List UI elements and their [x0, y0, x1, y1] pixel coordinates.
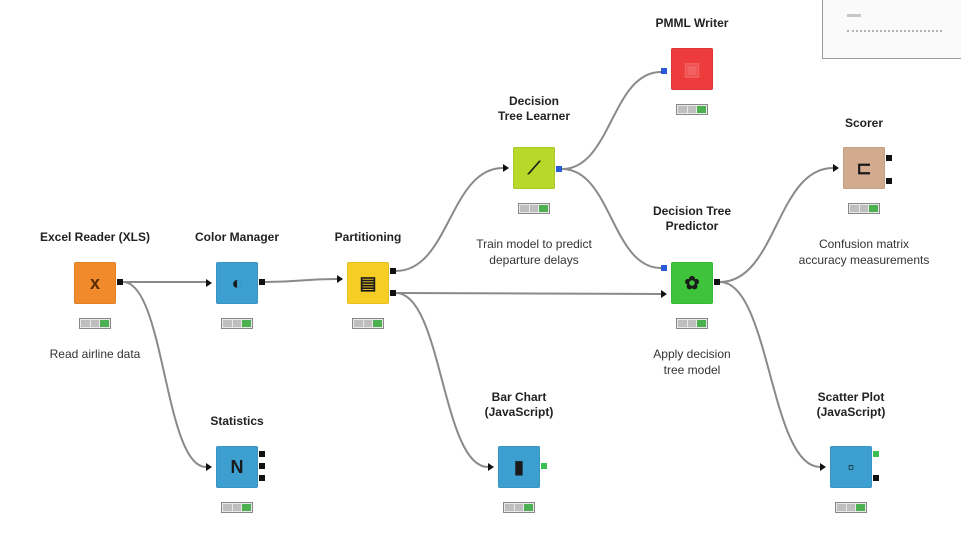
input-port[interactable] [820, 463, 826, 471]
minimap-marker [847, 14, 861, 17]
connection-wire[interactable] [395, 167, 504, 272]
node-title: Scatter Plot(JavaScript) [816, 390, 886, 419]
output-port[interactable] [117, 279, 123, 285]
node-title: Partitioning [334, 230, 402, 244]
partitioning-glyph: ▤ [359, 273, 377, 293]
connection-wire[interactable] [719, 167, 834, 283]
output-port[interactable] [259, 475, 265, 481]
input-port[interactable] [206, 463, 212, 471]
connection-wire[interactable] [719, 281, 821, 468]
statistics-icon[interactable]: N [216, 446, 258, 488]
node-title: Color Manager [194, 230, 279, 244]
model-input-port[interactable] [661, 68, 667, 74]
connection-wire[interactable] [561, 168, 662, 269]
output-port[interactable] [886, 155, 892, 161]
node-title: PMML Writer [655, 16, 729, 30]
connection-wire[interactable] [122, 281, 207, 468]
node-description: Read airline data [49, 347, 141, 361]
view-output-port[interactable] [541, 463, 547, 469]
node-title: Bar Chart(JavaScript) [484, 390, 554, 419]
input-port[interactable] [833, 164, 839, 172]
model-input-port[interactable] [661, 265, 667, 271]
partitioning-icon[interactable]: ▤ [347, 262, 389, 304]
excel-reader-glyph: x [89, 273, 101, 293]
node-status-indicator [503, 502, 535, 513]
scatter-plot-glyph: ▫ [847, 457, 855, 477]
output-port[interactable] [714, 279, 720, 285]
color-manager-icon[interactable]: ◐ [216, 262, 258, 304]
output-port[interactable] [886, 178, 892, 184]
connection-wire[interactable] [561, 71, 662, 170]
statistics-glyph: N [230, 457, 244, 477]
input-port[interactable] [488, 463, 494, 471]
node-status-indicator [835, 502, 867, 513]
input-port[interactable] [206, 279, 212, 287]
node-title: Excel Reader (XLS) [39, 230, 151, 244]
pmml-writer-icon[interactable]: ▣ [671, 48, 713, 90]
decision-tree-predictor-glyph: ✿ [684, 273, 700, 293]
bar-chart-icon[interactable]: ▮ [498, 446, 540, 488]
node-status-indicator [848, 203, 880, 214]
connection-wire[interactable] [395, 292, 489, 468]
input-port[interactable] [661, 290, 667, 298]
output-port[interactable] [873, 475, 879, 481]
node-title: Statistics [210, 414, 264, 428]
output-port[interactable] [390, 290, 396, 296]
excel-reader-icon[interactable]: x [74, 262, 116, 304]
scorer-glyph: ⊏ [856, 158, 872, 178]
bar-chart-glyph: ▮ [514, 457, 524, 477]
minimap-panel[interactable] [822, 0, 961, 59]
node-status-indicator [352, 318, 384, 329]
minimap-outline [847, 30, 942, 32]
node-status-indicator [79, 318, 111, 329]
node-status-indicator [221, 502, 253, 513]
decision-tree-learner-icon[interactable]: ⟋ [513, 147, 555, 189]
view-output-port[interactable] [873, 451, 879, 457]
connection-wire[interactable] [395, 292, 662, 295]
output-port[interactable] [259, 451, 265, 457]
scatter-plot-icon[interactable]: ▫ [830, 446, 872, 488]
node-title: Scorer [844, 116, 884, 130]
model-output-port[interactable] [556, 166, 562, 172]
output-port[interactable] [259, 463, 265, 469]
node-status-indicator [518, 203, 550, 214]
node-status-indicator [676, 318, 708, 329]
output-port[interactable] [259, 279, 265, 285]
input-port[interactable] [337, 275, 343, 283]
decision-tree-learner-glyph: ⟋ [527, 158, 541, 178]
output-port[interactable] [390, 268, 396, 274]
connection-wire[interactable] [264, 278, 338, 283]
color-manager-glyph: ◐ [231, 273, 243, 293]
pmml-writer-glyph: ▣ [683, 59, 701, 79]
node-status-indicator [676, 104, 708, 115]
node-status-indicator [221, 318, 253, 329]
input-port[interactable] [503, 164, 509, 172]
scorer-icon[interactable]: ⊏ [843, 147, 885, 189]
decision-tree-predictor-icon[interactable]: ✿ [671, 262, 713, 304]
